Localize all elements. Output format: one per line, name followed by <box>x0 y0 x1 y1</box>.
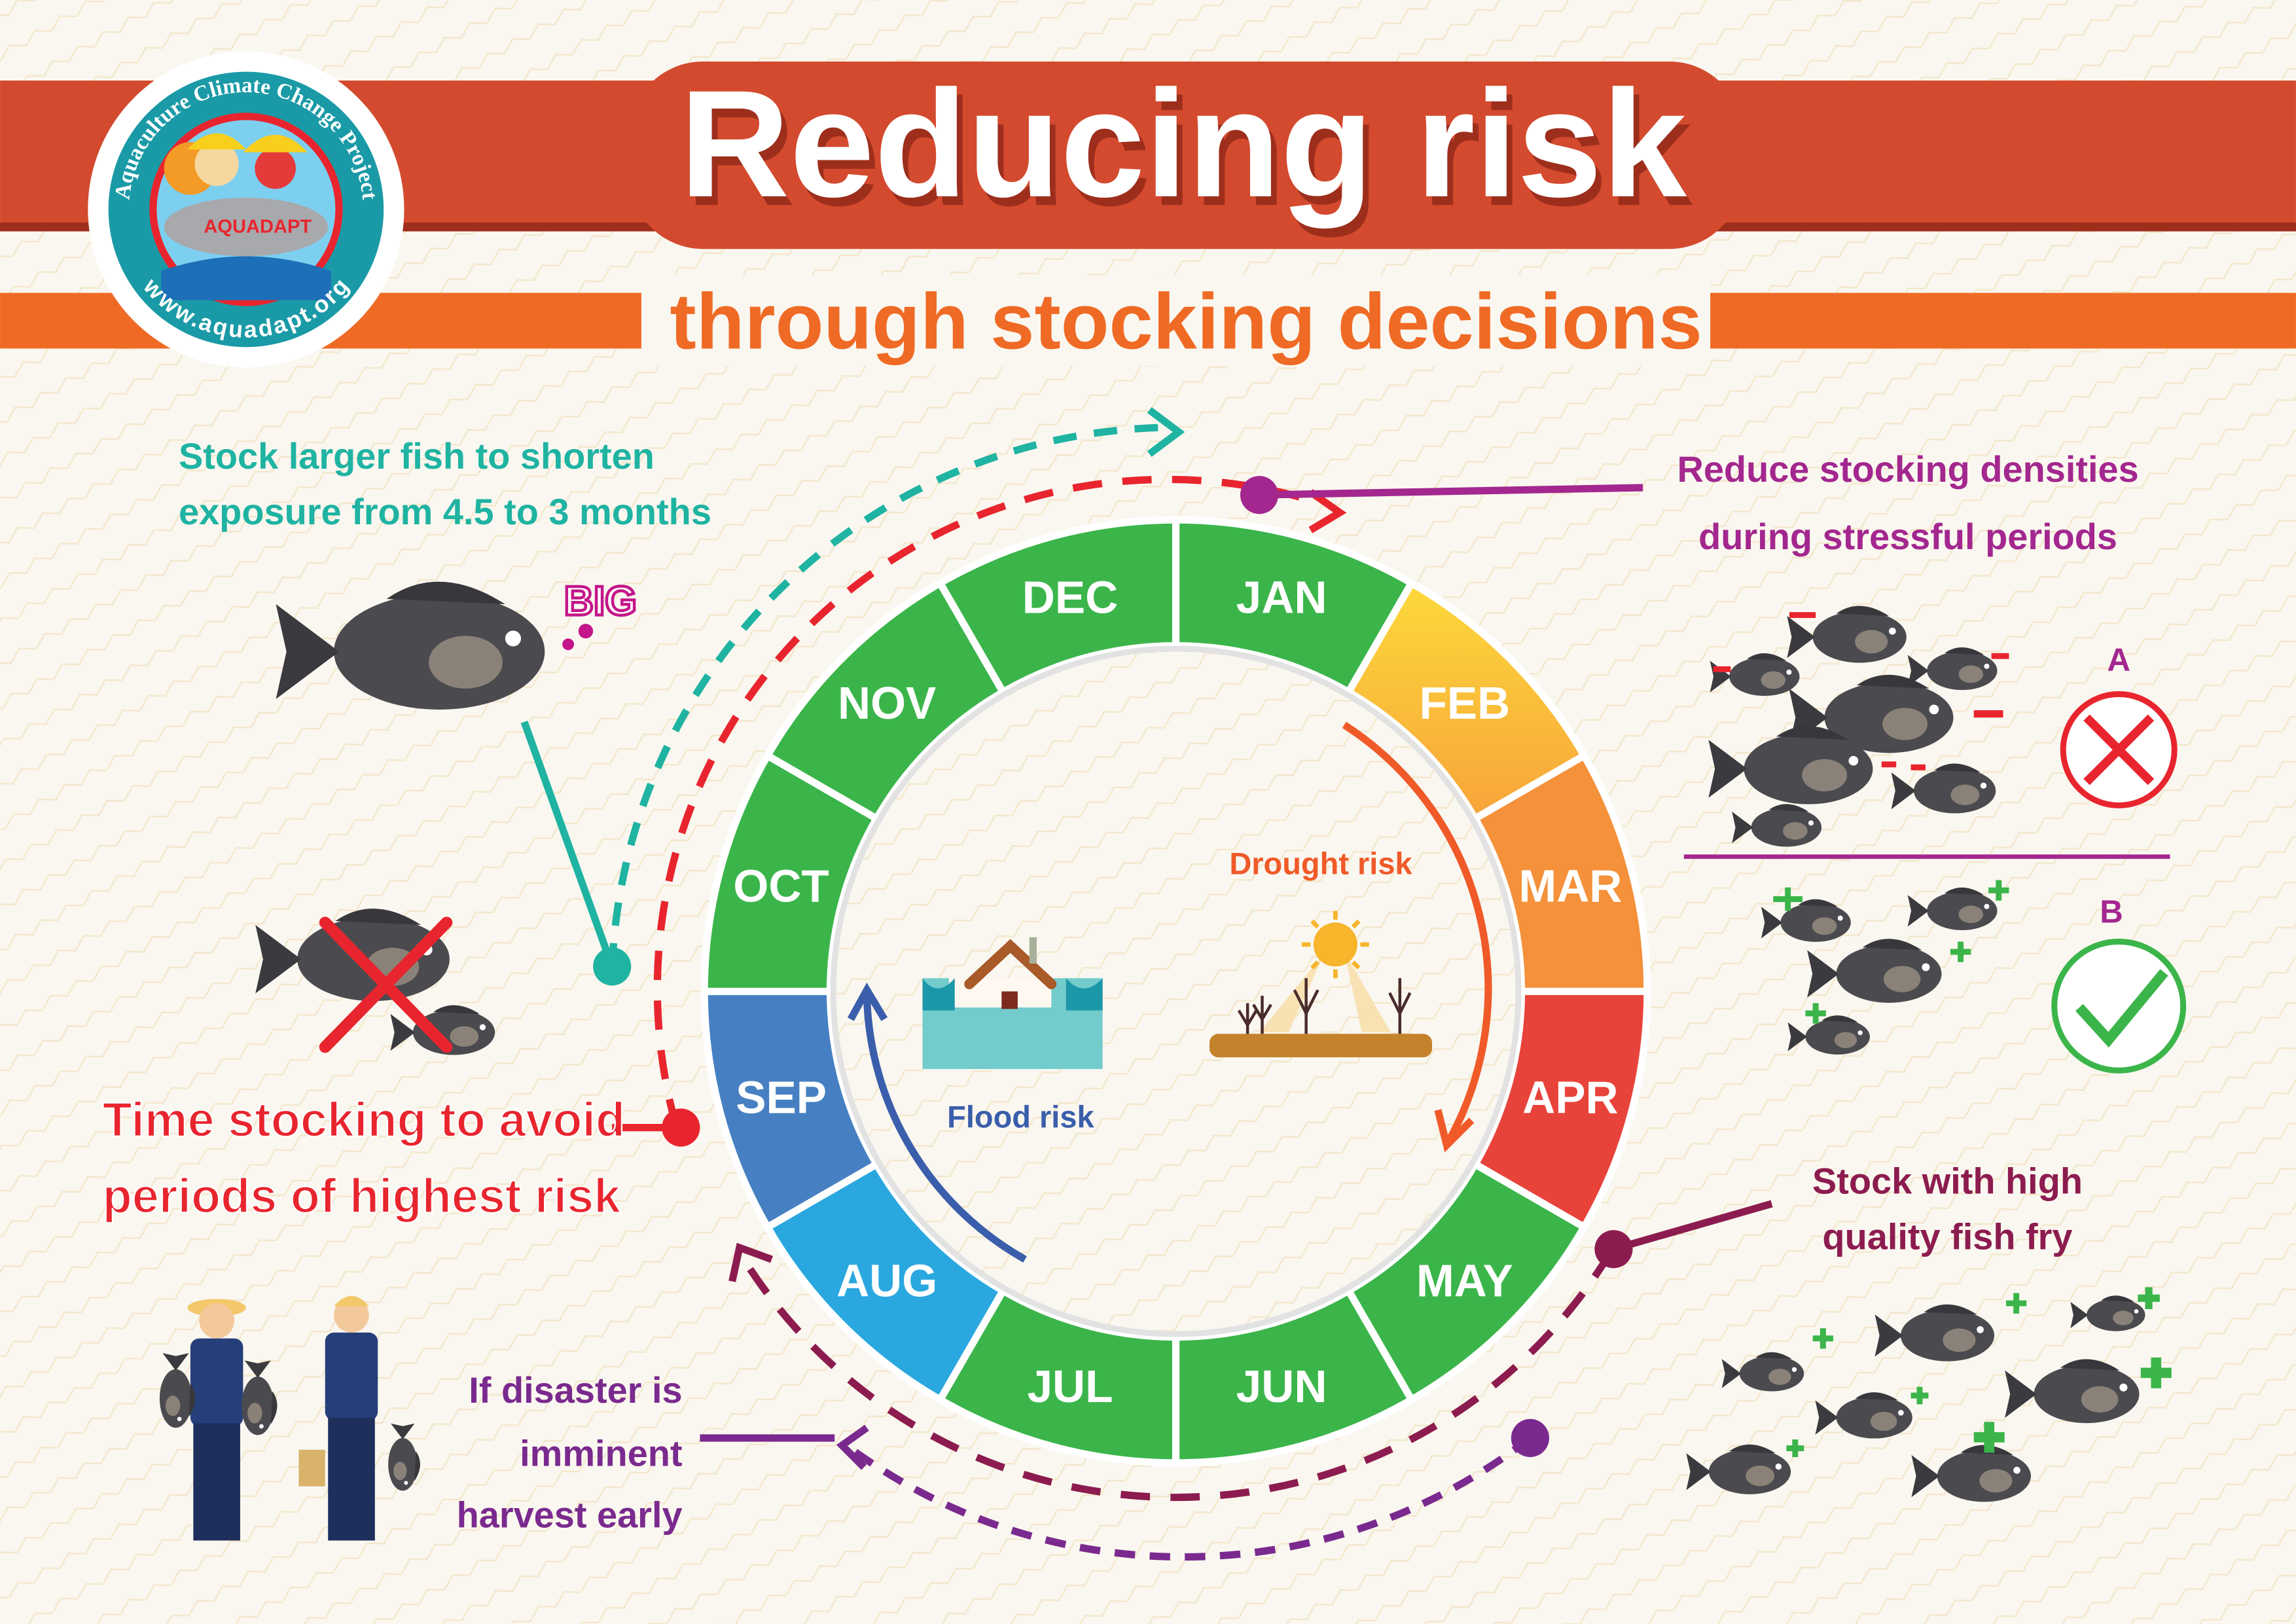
red-marker-dot <box>662 1108 700 1147</box>
larger-fish-note-line2: exposure from 4.5 to 3 months <box>179 491 711 532</box>
larger-fish-note-line1: Stock larger fish to shorten <box>179 435 655 477</box>
timing-note-line2: periods of highest risk <box>103 1168 622 1223</box>
month-label-nov: NOV <box>838 677 936 729</box>
harvest-note-line2: imminent <box>520 1432 682 1473</box>
arrow-down-icon <box>1434 1109 1475 1153</box>
month-label-jun: JUN <box>1236 1361 1327 1412</box>
wheel-inner-shadow <box>830 645 1522 1337</box>
timing-note-line1: Time stocking to avoid <box>103 1092 625 1147</box>
quality-note-line1: Stock with high <box>1812 1160 2083 1201</box>
month-label-oct: OCT <box>733 861 829 912</box>
maroon-marker-dot <box>1594 1230 1633 1269</box>
arrow-up-left-icon <box>728 1242 773 1282</box>
month-label-sep: SEP <box>736 1072 827 1123</box>
harvest-note-line1: If disaster is <box>469 1369 682 1411</box>
month-label-dec: DEC <box>1022 571 1118 623</box>
logo-fish-icon <box>164 198 329 257</box>
farmers-harvest-icon <box>159 1295 421 1541</box>
option-a-label: A <box>2107 642 2130 678</box>
subtitle-backdrop <box>641 275 1711 367</box>
month-label-jul: JUL <box>1027 1361 1113 1412</box>
harvest-timeline <box>700 1418 1549 1561</box>
month-label-feb: FEB <box>1420 677 1511 729</box>
cross-icon <box>319 916 453 1053</box>
plus-icons <box>1786 1287 2172 1457</box>
bubble-icon <box>578 624 594 639</box>
bubble-icon <box>562 638 575 651</box>
teal-marker-dot <box>593 947 632 986</box>
plus-icons <box>1773 880 2009 1024</box>
drought-arrow <box>1342 721 1492 1142</box>
title-backdrop <box>630 61 1743 249</box>
month-label-may: MAY <box>1416 1255 1513 1307</box>
flooded-house-icon <box>922 937 1103 1070</box>
sun-icon <box>1313 922 1357 967</box>
option-b-label: B <box>2100 893 2123 929</box>
check-circle-icon <box>2051 939 2187 1074</box>
logo-center-text: AQUADAPT <box>204 217 312 238</box>
harvest-note-line3: harvest early <box>457 1494 683 1535</box>
small-fish-rejected <box>255 909 495 1055</box>
page-title: Reducing risk <box>679 59 1687 229</box>
arrow-right-icon <box>1147 406 1185 457</box>
farmer-man-icon <box>194 142 239 187</box>
quality-note-line2: quality fish fry <box>1822 1216 2072 1257</box>
minus-icons <box>1713 612 2009 770</box>
big-tag: BIG <box>564 579 637 624</box>
quality-fry-fish-group <box>1686 1287 2172 1502</box>
low-density-fish-group <box>1761 880 2009 1055</box>
density-marker-dot <box>1240 476 1279 514</box>
month-label-mar: MAR <box>1518 861 1622 912</box>
cross-circle-icon <box>2060 691 2178 808</box>
arrow-up-icon <box>847 983 888 1021</box>
high-density-fish-group <box>1708 605 2009 847</box>
month-label-apr: APR <box>1522 1072 1618 1123</box>
density-note-line2: during stressful periods <box>1698 516 2117 557</box>
page-subtitle: through stocking decisions <box>670 277 1702 365</box>
arrow-right-icon <box>1308 489 1347 533</box>
arrow-left-icon <box>836 1424 869 1470</box>
drought-risk-label: Drought risk <box>1229 846 1412 881</box>
month-label-aug: AUG <box>836 1255 937 1307</box>
density-note-line1: Reduce stocking densities <box>1677 448 2138 490</box>
timing-timeline <box>612 475 1347 1147</box>
quality-fry-timeline <box>728 1200 1773 1502</box>
flood-risk-label: Flood risk <box>947 1100 1094 1134</box>
drought-icon <box>1209 911 1433 1058</box>
month-label-jan: JAN <box>1236 571 1327 623</box>
purple-marker-dot <box>1511 1418 1549 1457</box>
larger-fish-timeline <box>520 406 1185 986</box>
farmer-woman-icon <box>255 147 296 189</box>
flood-arrow <box>863 996 1027 1263</box>
aquadapt-logo: AQUADAPT Aquaculture Climate Change Proj… <box>88 51 404 368</box>
density-connector <box>1240 476 1643 514</box>
